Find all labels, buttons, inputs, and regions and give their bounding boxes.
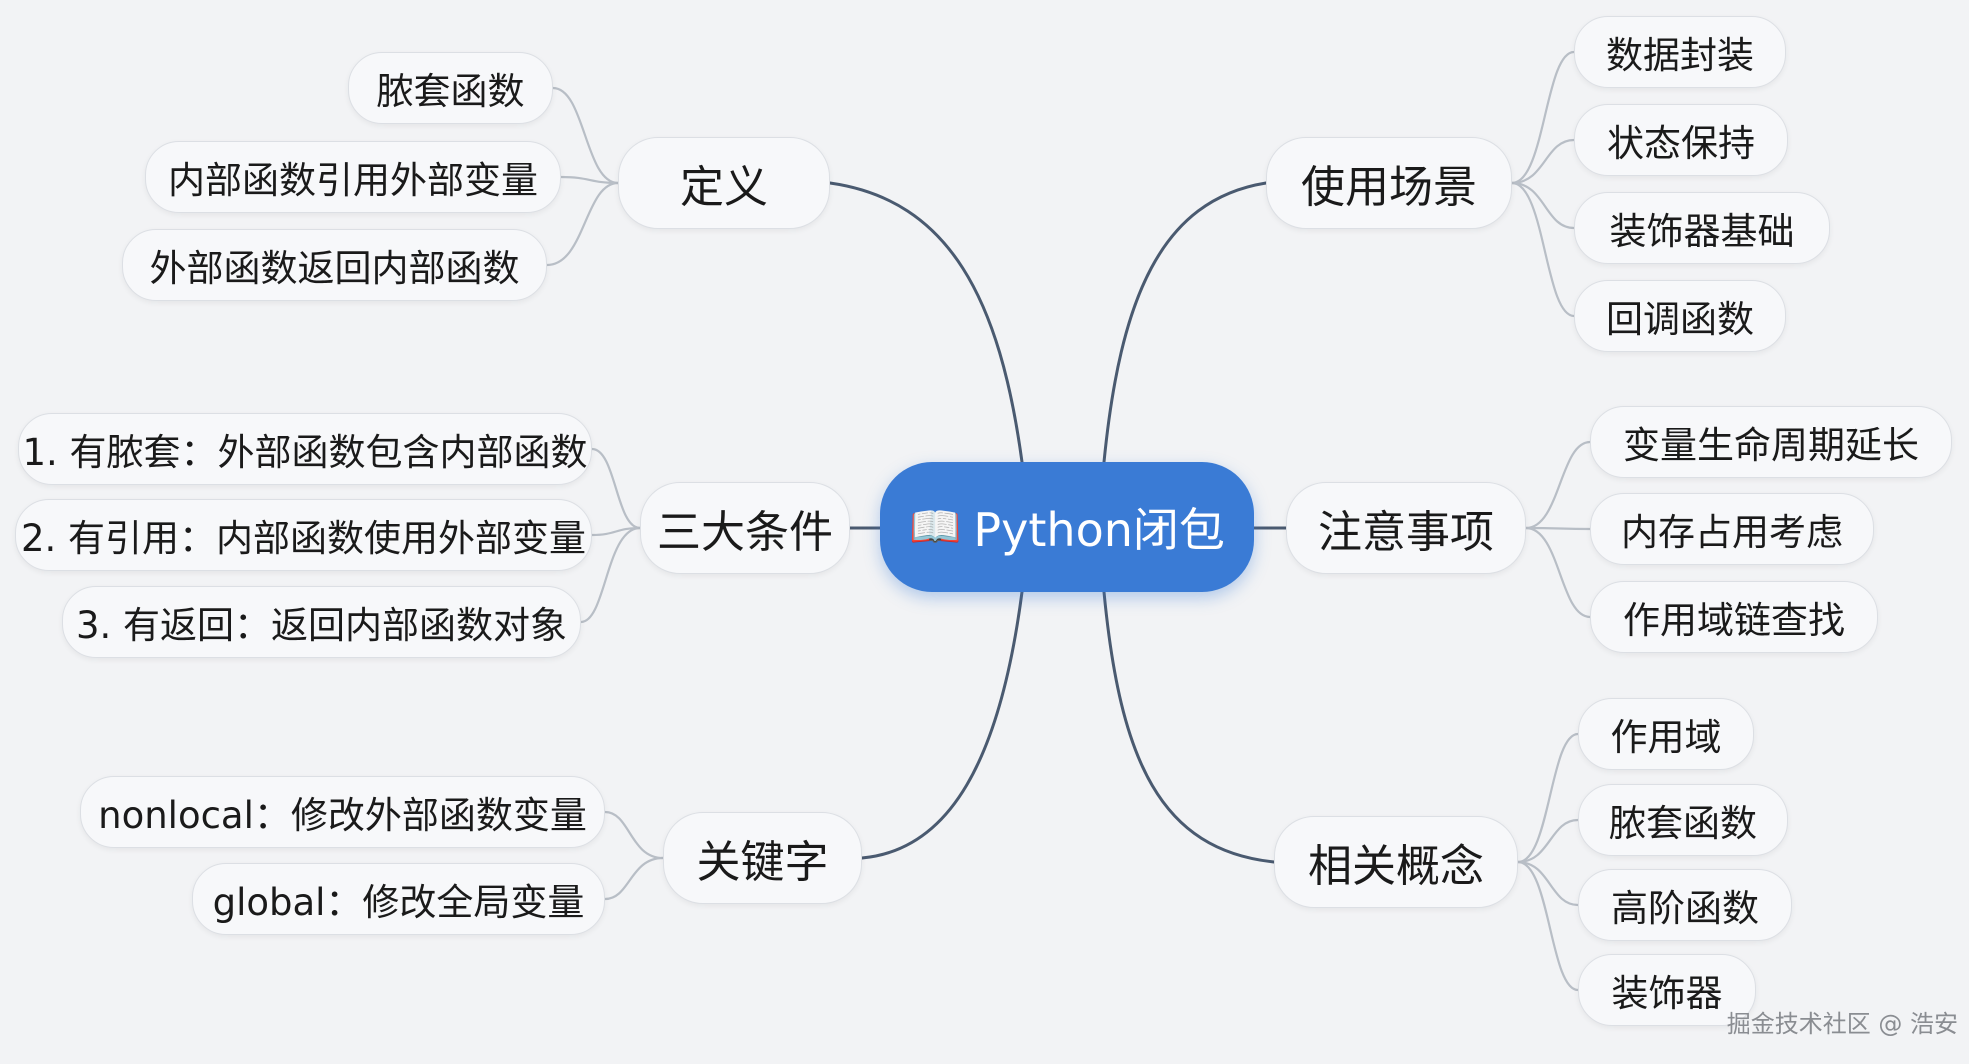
link-conditions-leaf-3	[580, 526, 641, 624]
leaf-label: 变量生命周期延长	[1623, 424, 1919, 467]
leaf-label: global：修改全局变量	[212, 881, 585, 924]
link-use-cases-leaf-3	[1511, 181, 1575, 230]
leaf-definition-3[interactable]: 外部函数返回内部函数	[122, 229, 547, 301]
branch-label: 定义	[680, 162, 768, 213]
leaf-use-cases-4[interactable]: 回调函数	[1574, 280, 1786, 352]
open-book-icon: 📖	[909, 502, 962, 551]
leaf-label: 内部函数引用外部变量	[168, 159, 538, 202]
leaf-definition-1[interactable]: 脓套函数	[348, 52, 553, 124]
link-root-related	[1102, 590, 1276, 864]
link-notes-leaf-3	[1525, 526, 1591, 619]
leaf-definition-2[interactable]: 内部函数引用外部变量	[145, 141, 561, 213]
branch-definition[interactable]: 定义	[618, 137, 830, 229]
branch-use-cases[interactable]: 使用场景	[1266, 137, 1512, 229]
leaf-notes-2[interactable]: 内存占用考虑	[1590, 493, 1874, 565]
leaf-label: 2. 有引用：内部函数使用外部变量	[20, 517, 587, 560]
leaf-label: 脓套函数	[1609, 802, 1757, 845]
branch-keywords[interactable]: 关键字	[663, 812, 862, 904]
branch-label: 使用场景	[1301, 162, 1477, 213]
link-related-leaf-1	[1517, 732, 1579, 864]
link-notes-leaf-2	[1525, 526, 1591, 531]
link-use-cases-leaf-4	[1511, 181, 1575, 318]
leaf-conditions-3[interactable]: 3. 有返回：返回内部函数对象	[62, 586, 581, 658]
link-keywords-leaf-2	[604, 856, 664, 901]
link-use-cases-leaf-1	[1511, 50, 1575, 185]
leaf-label: 内存占用考虑	[1621, 511, 1843, 554]
leaf-keywords-1[interactable]: nonlocal：修改外部函数变量	[80, 776, 605, 848]
leaf-related-2[interactable]: 脓套函数	[1578, 784, 1788, 856]
leaf-related-3[interactable]: 高阶函数	[1578, 869, 1792, 941]
leaf-conditions-1[interactable]: 1. 有脓套：外部函数包含内部函数	[18, 413, 592, 485]
branch-related[interactable]: 相关概念	[1274, 816, 1518, 908]
link-definition-leaf-3	[546, 181, 619, 267]
link-definition-leaf-2	[560, 175, 619, 185]
leaf-label: 装饰器	[1611, 972, 1723, 1015]
leaf-label: 高阶函数	[1611, 887, 1759, 930]
link-use-cases-leaf-2	[1511, 138, 1575, 185]
leaf-label: 1. 有脓套：外部函数包含内部函数	[22, 431, 588, 474]
link-related-leaf-3	[1517, 860, 1579, 907]
leaf-use-cases-3[interactable]: 装饰器基础	[1574, 192, 1830, 264]
link-definition-leaf-1	[552, 86, 619, 185]
leaf-notes-3[interactable]: 作用域链查找	[1590, 581, 1878, 653]
leaf-related-4[interactable]: 装饰器	[1578, 954, 1756, 1026]
leaf-use-cases-2[interactable]: 状态保持	[1574, 104, 1788, 176]
link-root-definition	[828, 181, 1024, 464]
branch-label: 注意事项	[1318, 507, 1494, 558]
link-related-leaf-2	[1517, 818, 1579, 864]
branch-label: 关键字	[696, 837, 829, 888]
link-related-leaf-4	[1517, 860, 1579, 992]
link-keywords-leaf-1	[604, 810, 664, 860]
leaf-label: 数据封装	[1606, 34, 1754, 77]
leaf-label: 3. 有返回：返回内部函数对象	[75, 604, 568, 647]
leaf-label: 脓套函数	[376, 70, 525, 113]
leaf-label: nonlocal：修改外部函数变量	[98, 794, 587, 837]
link-root-use-cases	[1102, 181, 1268, 464]
leaf-label: 作用域	[1610, 716, 1722, 759]
root-node[interactable]: 📖 Python闭包	[880, 462, 1254, 592]
leaf-label: 外部函数返回内部函数	[149, 247, 520, 290]
leaf-label: 状态保持	[1607, 122, 1755, 165]
branch-label: 相关概念	[1308, 841, 1484, 892]
leaf-label: 装饰器基础	[1609, 210, 1795, 253]
leaf-keywords-2[interactable]: global：修改全局变量	[192, 863, 605, 935]
leaf-use-cases-1[interactable]: 数据封装	[1574, 16, 1786, 88]
leaf-related-1[interactable]: 作用域	[1578, 698, 1754, 770]
leaf-conditions-2[interactable]: 2. 有引用：内部函数使用外部变量	[15, 499, 592, 571]
leaf-label: 回调函数	[1606, 298, 1754, 341]
leaf-notes-1[interactable]: 变量生命周期延长	[1590, 406, 1952, 478]
watermark: 掘金技术社区 @ 浩安	[1726, 1010, 1958, 1038]
root-label: Python闭包	[973, 503, 1225, 557]
branch-label: 三大条件	[657, 507, 833, 558]
link-root-keywords	[860, 590, 1024, 860]
branch-conditions[interactable]: 三大条件	[640, 482, 850, 574]
leaf-label: 作用域链查找	[1623, 599, 1845, 642]
link-notes-leaf-1	[1525, 440, 1591, 530]
branch-notes[interactable]: 注意事项	[1286, 482, 1526, 574]
link-conditions-leaf-1	[591, 447, 641, 530]
